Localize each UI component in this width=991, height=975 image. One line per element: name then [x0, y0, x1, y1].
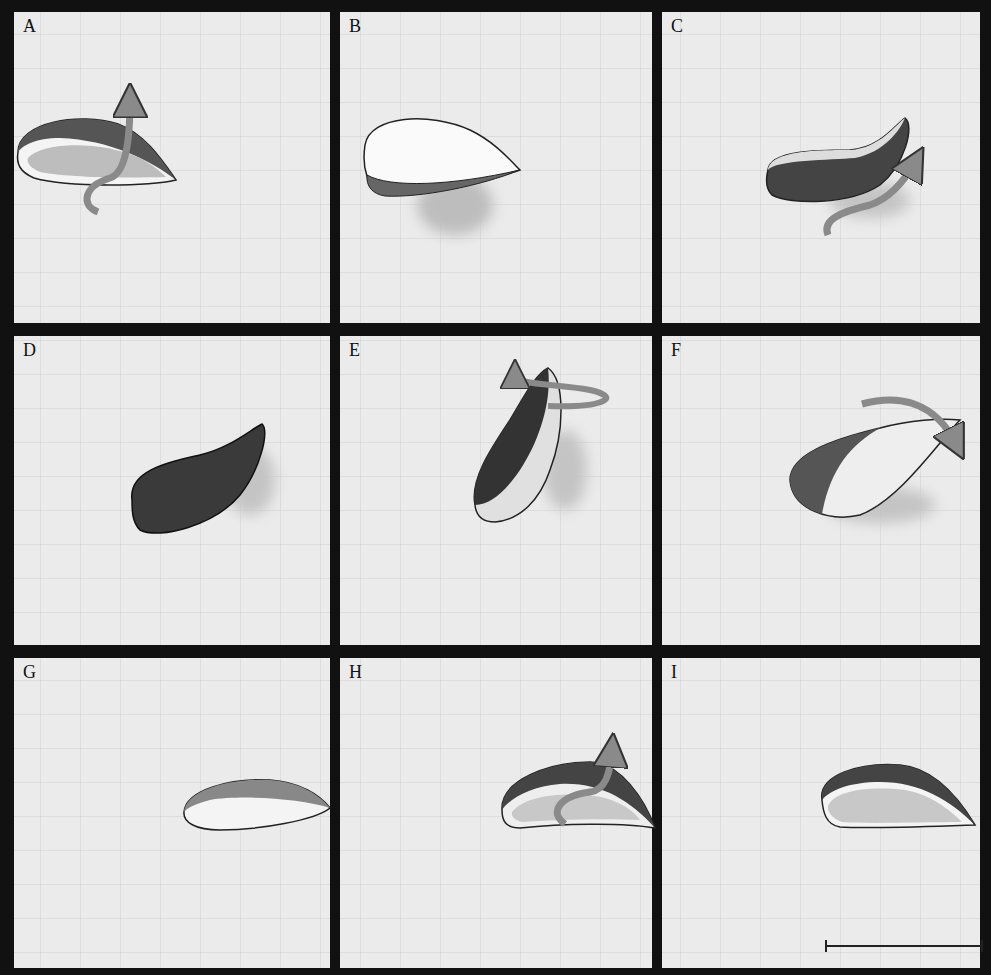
figure-panel: A: [14, 12, 330, 323]
figure-panel: D: [14, 336, 330, 645]
wing-shape: [767, 118, 910, 218]
rotation-arrow: [557, 750, 612, 824]
wing-shape: [822, 765, 975, 828]
panel-letter: G: [23, 663, 36, 683]
wing-shape: [790, 419, 960, 523]
rotation-arrow: [515, 374, 606, 406]
wing-shape: [364, 119, 520, 235]
wing-shape: [474, 368, 587, 522]
figure-panel: E: [340, 336, 652, 645]
rotation-arrow: [827, 162, 915, 235]
panel-letter: D: [23, 341, 36, 361]
figure-panel: F: [662, 336, 980, 645]
panel-letter: B: [349, 17, 361, 37]
figure-panel: G: [14, 658, 330, 968]
figure-panel: I: [662, 658, 980, 968]
rotation-arrow: [862, 400, 956, 444]
figure-panel: C: [662, 12, 980, 323]
panel-letter: F: [671, 341, 681, 361]
wing-shape: [18, 119, 176, 185]
figure-panel: B: [340, 12, 652, 323]
rotation-arrow: [87, 100, 130, 212]
scale-bar: [826, 940, 982, 952]
wing-shape: [184, 780, 330, 830]
figure-panel: H: [340, 658, 652, 968]
panel-letter: H: [349, 663, 362, 683]
panel-letter: C: [671, 17, 683, 37]
panel-letter: E: [349, 341, 360, 361]
panel-letter: I: [671, 663, 677, 683]
wing-shape: [132, 424, 275, 533]
panel-letter: A: [23, 17, 36, 37]
panel-grounds: [14, 12, 980, 968]
